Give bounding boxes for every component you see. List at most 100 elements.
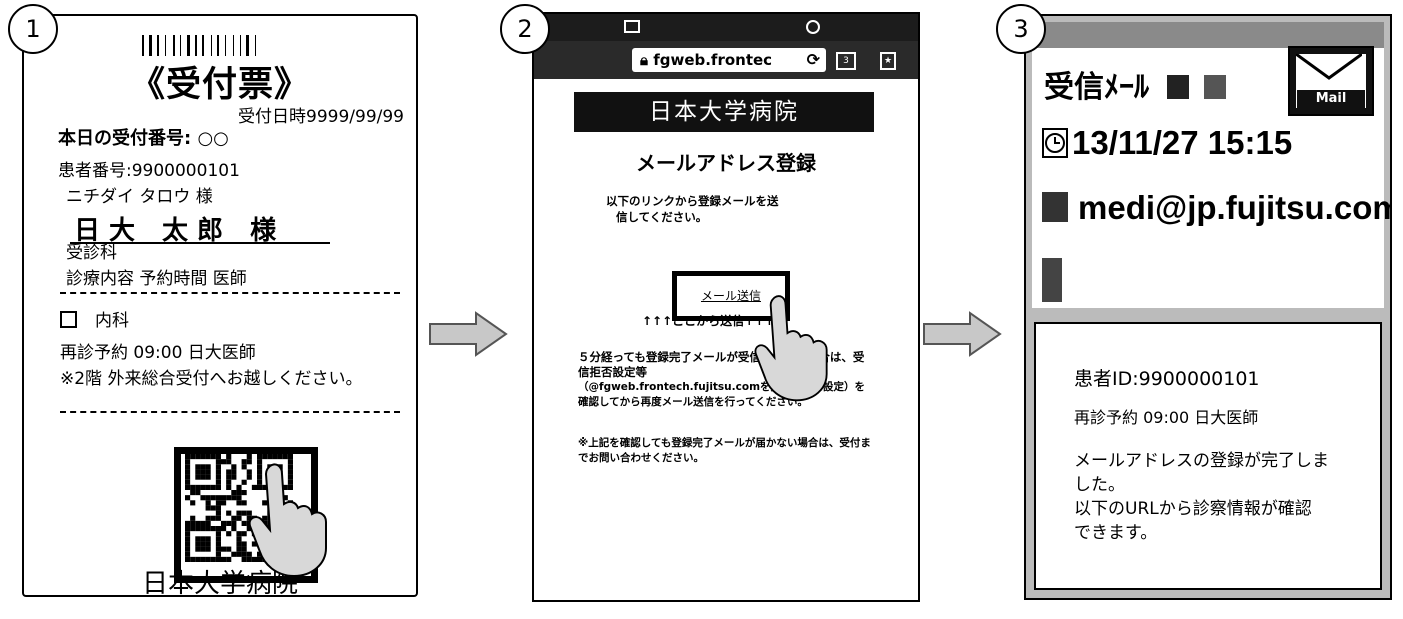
qr-module — [282, 484, 288, 490]
qr-module — [272, 454, 278, 460]
department-row: 内科 — [60, 306, 129, 331]
qr-module — [185, 495, 191, 501]
qr-module — [210, 515, 216, 521]
qr-module — [246, 459, 252, 465]
qr-module — [200, 495, 206, 501]
step-1-badge: 1 — [8, 4, 58, 54]
qr-module — [231, 520, 237, 526]
qr-module — [205, 484, 211, 490]
clock-icon — [1042, 128, 1068, 158]
barcode-bar — [240, 35, 241, 56]
qr-module — [185, 541, 191, 547]
qr-module — [195, 541, 201, 547]
qr-module — [226, 474, 232, 480]
status-bar — [534, 14, 918, 41]
qr-module — [185, 474, 191, 480]
received-mail-label: 受信ﾒｰﾙ — [1044, 62, 1226, 106]
qr-module — [287, 479, 293, 485]
qr-module — [262, 484, 268, 490]
browser-url-bar[interactable]: 🔒︎ fgweb.frontec ⟳ 3 ★ — [534, 41, 918, 79]
qr-module — [210, 454, 216, 460]
qr-module — [215, 469, 221, 475]
qr-module — [195, 520, 201, 526]
qr-module — [215, 536, 221, 542]
barcode-bar — [157, 35, 159, 56]
arrow-right-icon — [923, 311, 1002, 357]
arrow-right-icon — [429, 311, 508, 357]
qr-module — [210, 556, 216, 562]
qr-module — [231, 464, 237, 470]
qr-module — [185, 459, 191, 465]
qr-module — [215, 510, 221, 516]
qr-module — [195, 490, 201, 496]
qr-module — [215, 505, 221, 511]
qr-module — [231, 515, 237, 521]
qr-module — [215, 464, 221, 470]
qr-module — [215, 551, 221, 557]
barcode-bar — [211, 35, 212, 56]
qr-module — [215, 531, 221, 537]
mail-datetime: 13/11/27 15:15 — [1072, 124, 1293, 161]
hand-pointer-icon — [248, 463, 327, 578]
qr-module — [241, 551, 247, 557]
qr-module — [185, 469, 191, 475]
qr-module — [226, 454, 232, 460]
qr-module — [287, 469, 293, 475]
qr-module — [195, 556, 201, 562]
qr-module — [215, 474, 221, 480]
qr-module — [185, 536, 191, 542]
qr-module — [200, 546, 206, 552]
reload-icon[interactable]: ⟳ — [806, 50, 820, 69]
qr-module — [215, 500, 221, 506]
qr-module — [205, 541, 211, 547]
qr-module — [205, 495, 211, 501]
qr-module — [241, 479, 247, 485]
mail-body-line-2: した。 — [1074, 475, 1125, 495]
tabs-icon[interactable]: 3 — [836, 52, 856, 70]
qr-module — [241, 541, 247, 547]
qr-module — [241, 500, 247, 506]
patient-id: 患者ID:9900000101 — [1074, 368, 1260, 390]
qr-module — [195, 454, 201, 460]
qr-module — [205, 500, 211, 506]
qr-module — [282, 454, 288, 460]
qr-module — [215, 479, 221, 485]
qr-module — [246, 474, 252, 480]
qr-module — [190, 490, 196, 496]
qr-module — [190, 556, 196, 562]
qr-module — [200, 454, 206, 460]
qr-module — [241, 459, 247, 465]
qr-module — [221, 495, 227, 501]
qr-module — [236, 500, 242, 506]
send-button-caption: ↑↑↑ここから送信↑↑↑ — [642, 314, 775, 328]
divider — [60, 411, 400, 413]
notification-icon — [624, 20, 640, 33]
mail-badge-label: Mail — [1297, 90, 1365, 108]
to-icon — [1167, 75, 1190, 99]
qr-module — [241, 464, 247, 470]
qr-module — [200, 464, 206, 470]
qr-module — [215, 495, 221, 501]
barcode-bar — [187, 35, 190, 56]
qr-module — [226, 495, 232, 501]
qr-module — [226, 531, 232, 537]
columns-header: 診療内容 予約時間 医師 — [66, 269, 247, 289]
reception-ticket: 《受付票》 受付日時9999/99/99 本日の受付番号: ○○ 患者番号:99… — [22, 14, 418, 599]
qr-module — [185, 546, 191, 552]
qr-module — [221, 500, 227, 506]
step-2-badge: 2 — [500, 4, 550, 54]
qr-module — [190, 484, 196, 490]
qr-module — [215, 515, 221, 521]
qr-module — [190, 500, 196, 506]
hand-pointer-icon — [754, 295, 828, 402]
bookmark-icon[interactable]: ★ — [880, 52, 896, 70]
mail-body-line-3: 以下のURLから診察情報が確認 — [1074, 499, 1312, 519]
qr-module — [287, 464, 293, 470]
qr-module — [185, 531, 191, 537]
qr-module — [241, 490, 247, 496]
url-field[interactable]: 🔒︎ fgweb.frontec ⟳ — [632, 48, 826, 72]
qr-module — [246, 551, 252, 557]
qr-module — [205, 546, 211, 552]
qr-module — [231, 495, 237, 501]
status-bar — [1032, 22, 1384, 48]
